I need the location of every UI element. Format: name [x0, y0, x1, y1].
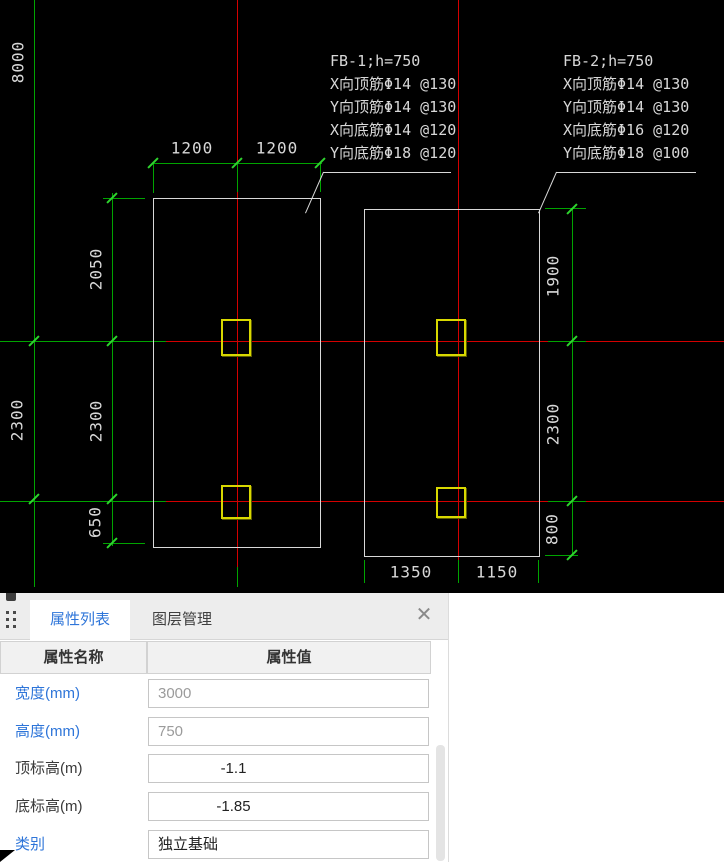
property-label: 高度(mm) [15, 723, 80, 740]
dimension-line-right [572, 208, 573, 556]
tab-layer-manager[interactable]: 图层管理 [151, 611, 212, 628]
centerline-horizontal-upper [166, 341, 724, 342]
dim-label: 8000 [8, 40, 28, 84]
grid-line-horizontal [0, 341, 166, 342]
dim-label: 1900 [543, 254, 563, 298]
mouse-cursor [0, 850, 15, 862]
property-label: 宽度(mm) [15, 685, 80, 702]
dim-label: 800 [542, 513, 562, 545]
grid-line-horizontal [548, 341, 586, 342]
category-input[interactable]: 独立基础 [148, 830, 429, 859]
extension-line [545, 208, 586, 209]
fb2-annotation: FB-2;h=750 X向顶筋Φ14 @130 Y向顶筋Φ14 @130 X向底… [563, 52, 690, 162]
grid-line-horizontal [0, 501, 166, 502]
dim-label: 1200 [170, 138, 214, 158]
scrollbar-thumb[interactable] [436, 745, 445, 861]
centerline-fb1 [237, 0, 238, 567]
centerline-horizontal-lower [166, 501, 724, 502]
column-header-value: 属性值 [147, 641, 431, 674]
column-box[interactable] [221, 319, 251, 356]
dimension-line-left-inner [112, 193, 113, 546]
bottom-elevation-input[interactable]: -1.85 [148, 792, 429, 821]
column-header-name: 属性名称 [0, 641, 147, 674]
dim-label: 2050 [86, 247, 106, 291]
fb2-title: FB-2;h=750 [563, 52, 654, 70]
dim-label: 2300 [86, 399, 106, 443]
property-label: 底标高(m) [15, 798, 83, 815]
dim-label: 1150 [475, 562, 519, 582]
extension-line [153, 163, 154, 193]
property-label: 顶标高(m) [15, 760, 83, 777]
width-input[interactable]: 3000 [148, 679, 429, 708]
dock-icon [6, 593, 16, 601]
top-elevation-input[interactable]: -1.1 [148, 754, 429, 783]
fb1-title: FB-1;h=750 [330, 52, 421, 70]
tab-property-list[interactable]: 属性列表 [30, 600, 130, 640]
dim-label: 1200 [255, 138, 299, 158]
grid-line-vertical [34, 0, 35, 587]
footing-fb1-outline[interactable] [153, 198, 321, 548]
properties-panel: 属性列表 图层管理 ✕ 属性名称 属性值 宽度(mm) 3000 高度(mm) … [0, 593, 449, 862]
property-label: 类别 [15, 836, 46, 853]
property-row-bottom-elevation: 底标高(m) -1.85 [0, 792, 449, 822]
grid-line-horizontal [548, 501, 586, 502]
dim-label: 2300 [7, 398, 27, 442]
extension-line [538, 560, 539, 583]
extension-line [545, 555, 578, 556]
footing-fb2-outline[interactable] [364, 209, 540, 557]
cad-viewport[interactable]: 1200 1200 2050 2300 650 8000 2300 1900 2… [0, 0, 724, 593]
panel-tab-bar: 属性列表 图层管理 ✕ [0, 593, 448, 640]
centerline-fb2 [458, 0, 459, 560]
dim-label: 2300 [543, 402, 563, 446]
dim-label: 1350 [389, 562, 433, 582]
column-box[interactable] [436, 487, 466, 518]
column-box[interactable] [436, 319, 466, 356]
property-row-top-elevation: 顶标高(m) -1.1 [0, 754, 449, 784]
grid-line-vertical [237, 567, 238, 587]
extension-line [364, 560, 365, 583]
property-row-height: 高度(mm) 750 [0, 717, 449, 747]
dim-label: 650 [85, 506, 105, 538]
leader-line [323, 172, 451, 173]
drag-handle-icon[interactable] [5, 610, 19, 632]
panel-border [448, 593, 449, 862]
property-row-category: 类别 独立基础 [0, 830, 449, 860]
property-row-width: 宽度(mm) 3000 [0, 679, 449, 709]
close-icon[interactable]: ✕ [415, 604, 433, 626]
column-box[interactable] [221, 485, 251, 519]
extension-line [103, 543, 145, 544]
extension-line [103, 198, 145, 199]
leader-line [556, 172, 696, 173]
fb1-annotation: FB-1;h=750 X向顶筋Φ14 @130 Y向顶筋Φ14 @130 X向底… [330, 52, 457, 162]
extension-line [237, 163, 238, 192]
extension-line [458, 560, 459, 583]
height-input[interactable]: 750 [148, 717, 429, 746]
